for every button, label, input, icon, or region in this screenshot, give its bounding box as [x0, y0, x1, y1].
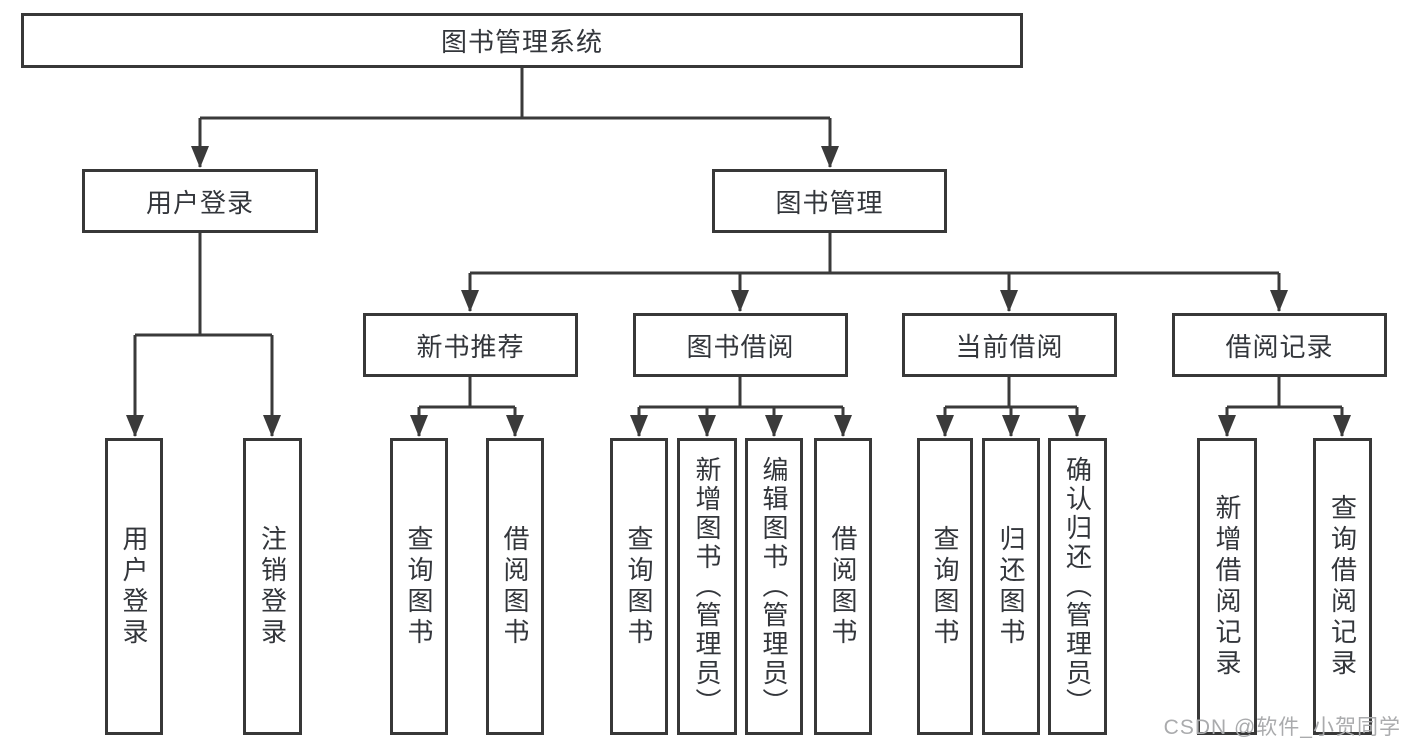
connector-current-borrowing-branch: [945, 377, 1077, 409]
leaf-bb-add-books-admin: 新增图书（管理员）: [677, 438, 737, 735]
leaf-nbr-query-books: 查询图书: [390, 438, 448, 735]
leaf-bb-edit-books-admin: 编辑图书（管理员）: [745, 438, 803, 735]
leaf-cb-confirm-return-admin: 确认归还（管理员）: [1048, 438, 1107, 735]
leaf-br-add-borrow-record: 新增借阅记录: [1197, 438, 1257, 735]
connector-root-to-level2: [200, 68, 830, 120]
connector-new-book-rec-branch: [419, 377, 515, 409]
node-new-book-recommendation: 新书推荐: [363, 313, 578, 377]
node-book-management: 图书管理: [712, 169, 947, 233]
node-user-login: 用户登录: [82, 169, 318, 233]
leaf-bb-borrow-books: 借阅图书: [814, 438, 872, 735]
connector-user-login-branch: [135, 233, 272, 337]
connector-borrowing-records-branch: [1227, 377, 1342, 409]
leaf-nbr-borrow-books: 借阅图书: [486, 438, 544, 735]
connector-book-management-branch: [470, 233, 1279, 275]
node-root-library-system: 图书管理系统: [21, 13, 1023, 68]
csdn-watermark: CSDN @软件_小贺同学: [1163, 716, 1401, 739]
leaf-logout: 注销登录: [243, 438, 302, 735]
node-borrowing-records: 借阅记录: [1172, 313, 1387, 377]
leaf-bb-query-books: 查询图书: [610, 438, 668, 735]
leaf-cb-return-books: 归还图书: [982, 438, 1040, 735]
node-book-borrowing: 图书借阅: [633, 313, 848, 377]
leaf-cb-query-books: 查询图书: [917, 438, 973, 735]
node-current-borrowing: 当前借阅: [902, 313, 1117, 377]
leaf-user-login: 用户登录: [105, 438, 163, 735]
connector-book-borrowing-branch: [639, 377, 843, 409]
leaf-br-query-borrow-record: 查询借阅记录: [1313, 438, 1372, 735]
